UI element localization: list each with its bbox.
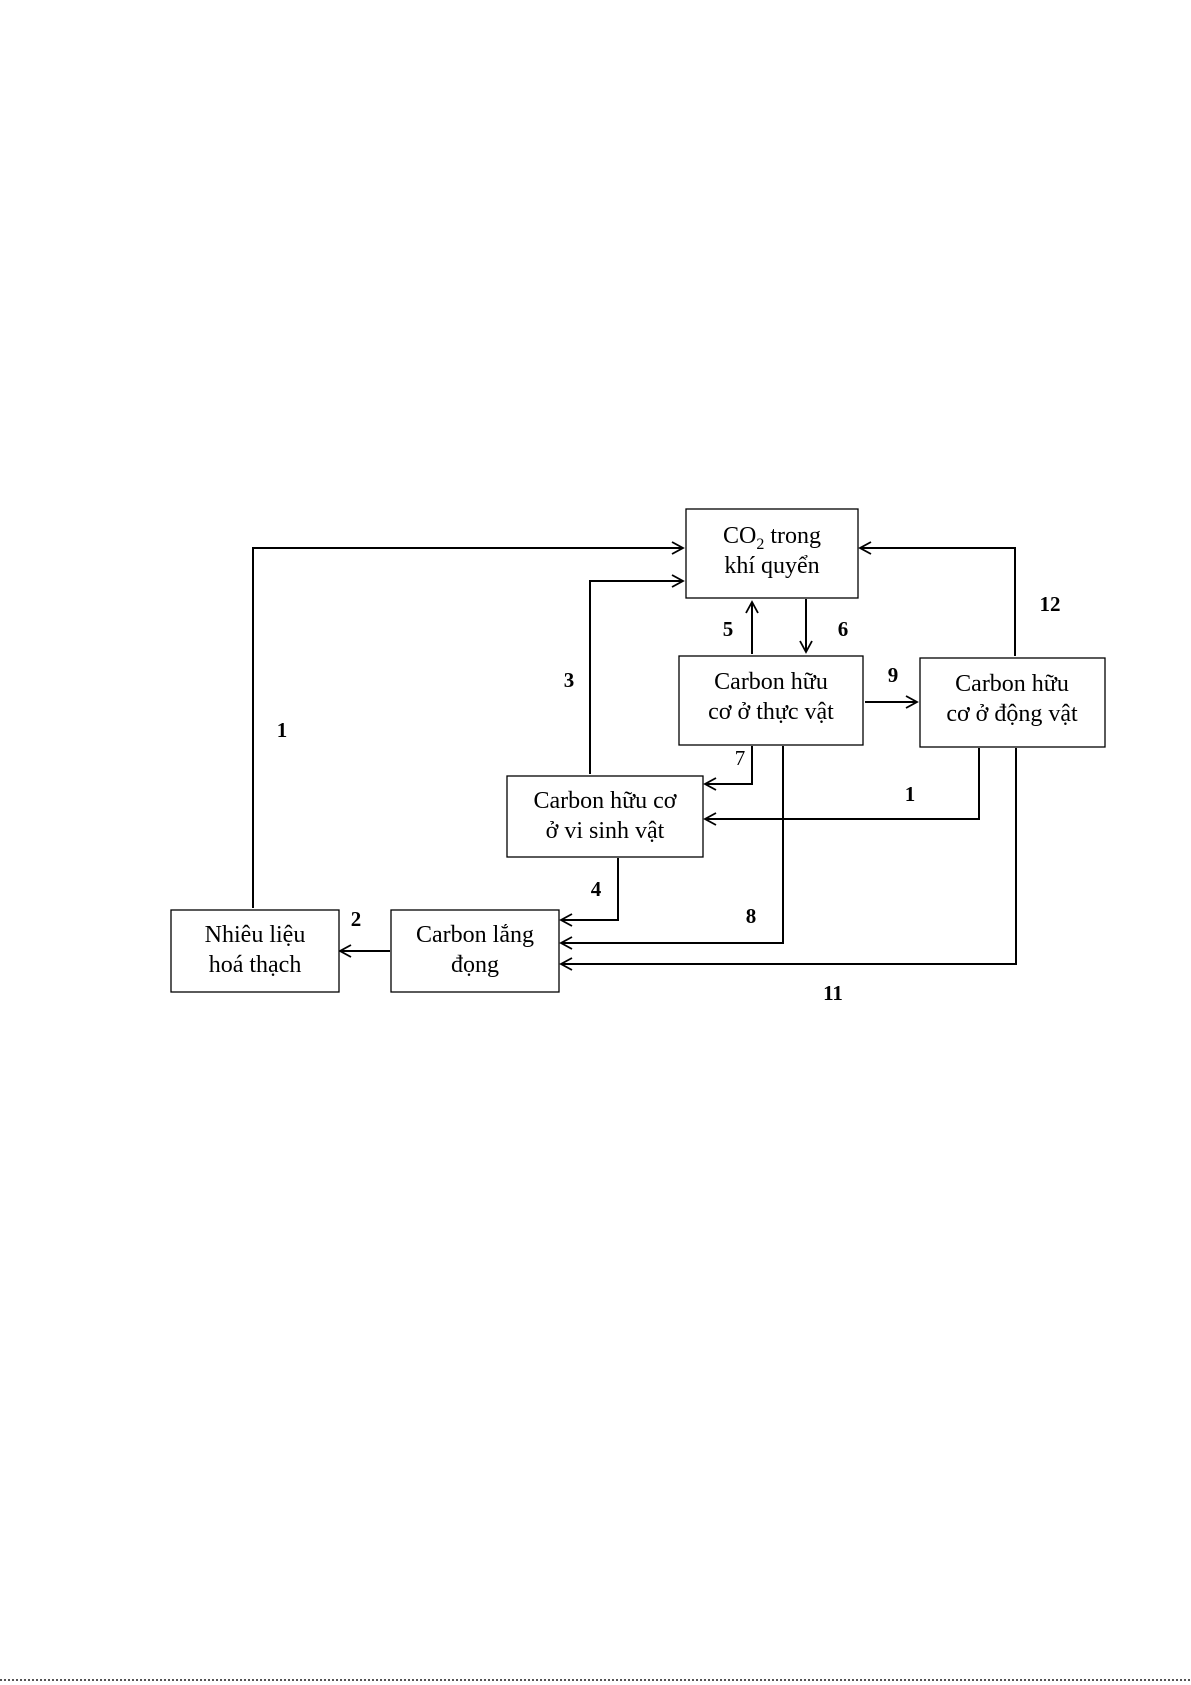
animal-line1: Carbon hữu <box>955 671 1069 697</box>
label-animal-to-sediment: 11 <box>823 981 843 1005</box>
label-microbe-to-co2: 3 <box>564 668 575 692</box>
microbe-line1: Carbon hữu cơ <box>533 788 676 814</box>
plant-line1: Carbon hữu <box>714 669 828 695</box>
label-sediment-to-fossil: 2 <box>351 907 362 931</box>
label-plant-to-microbe: 7 <box>735 746 746 770</box>
label-plant-to-co2: 5 <box>723 617 734 641</box>
node-plant-carbon: Carbon hữu cơ ở thực vật <box>679 656 863 745</box>
sediment-line2: đọng <box>451 952 499 978</box>
fossil-line1: Nhiêu liệu <box>205 922 306 948</box>
node-microbe-carbon: Carbon hữu cơ ở vi sinh vật <box>507 776 703 857</box>
label-fossil-to-co2: 1 <box>277 718 288 742</box>
label-microbe-to-sediment: 4 <box>591 877 602 901</box>
arrow-microbe-to-sediment <box>561 858 618 920</box>
label-plant-to-sediment: 8 <box>746 904 757 928</box>
label-plant-to-animal: 9 <box>888 663 899 687</box>
page-bottom-edge <box>0 1679 1191 1681</box>
arrow-animal-to-co2 <box>860 548 1015 656</box>
co2-line1: CO2 trong <box>723 523 821 553</box>
node-fossil-fuel: Nhiêu liệu hoá thạch <box>171 910 339 992</box>
label-co2-to-plant: 6 <box>838 617 849 641</box>
node-animal-carbon: Carbon hữu cơ ở động vật <box>920 658 1105 747</box>
co2-line2: khí quyển <box>724 553 819 579</box>
plant-line2: cơ ở thực vật <box>708 699 834 725</box>
sediment-line1: Carbon lắng <box>416 922 534 948</box>
arrow-microbe-to-co2 <box>590 581 683 774</box>
node-sediment-carbon: Carbon lắng đọng <box>391 910 559 992</box>
label-animal-to-microbe: 1 <box>905 782 916 806</box>
label-animal-to-co2: 12 <box>1040 592 1061 616</box>
animal-line2: cơ ở động vật <box>946 701 1078 727</box>
fossil-line2: hoá thạch <box>209 952 302 978</box>
node-co2-atmosphere: CO2 trong khí quyển <box>686 509 858 598</box>
microbe-line2: ở vi sinh vật <box>546 818 665 844</box>
